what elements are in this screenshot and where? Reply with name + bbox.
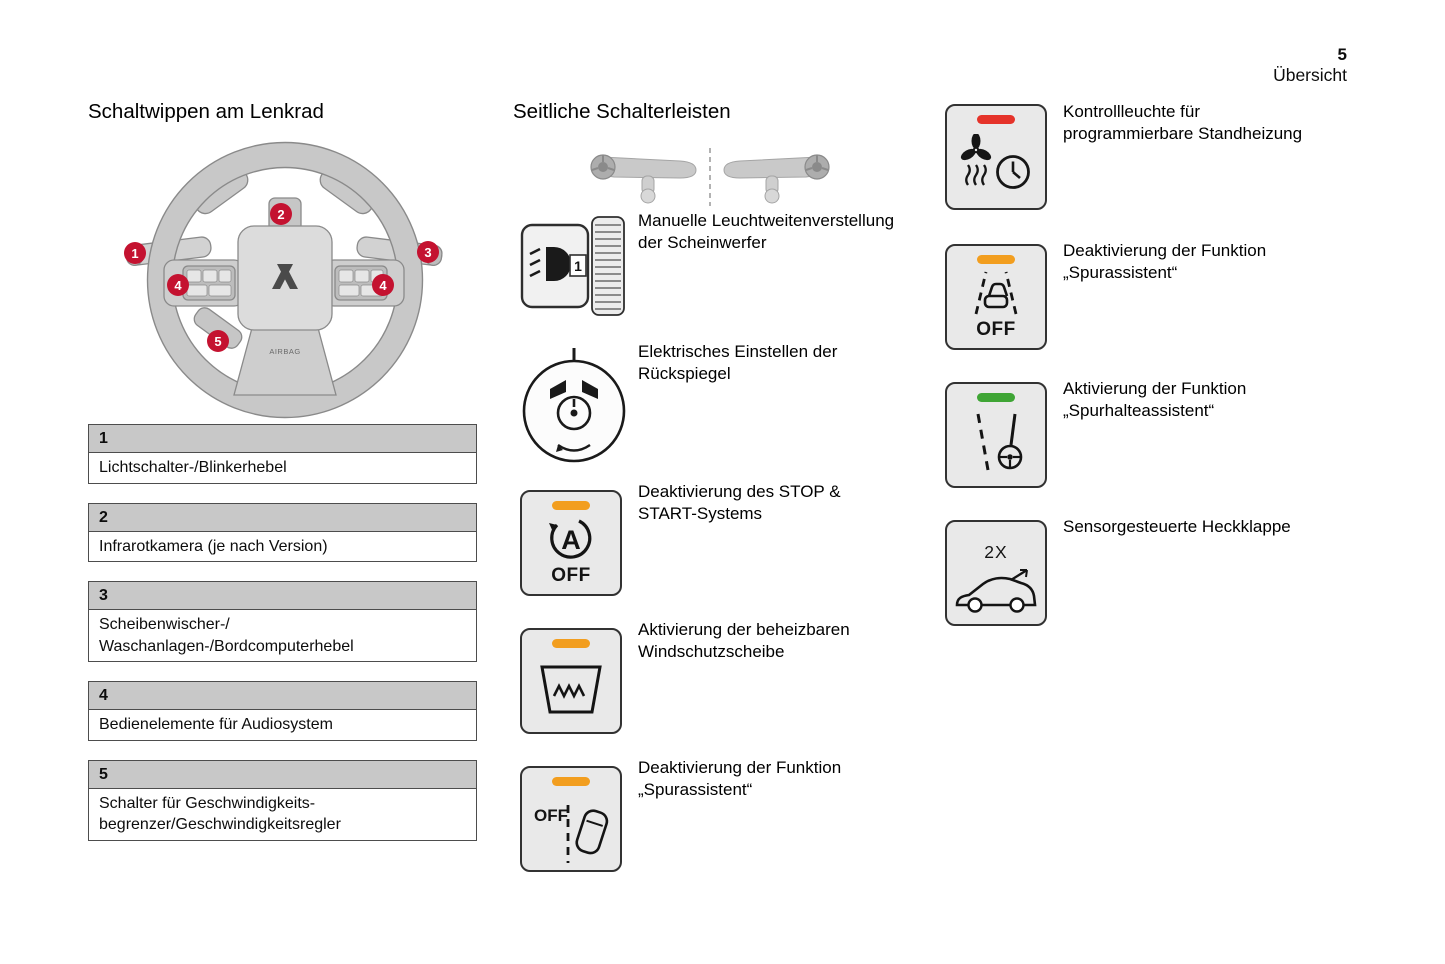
- clock-icon: [996, 155, 1030, 189]
- steering-wheel-illustration: AIRBAG: [125, 141, 443, 419]
- callout-1: 1: [124, 242, 146, 264]
- control-item-lane-keep-assist: Aktivierung der Funktion „Spurhalteassis…: [945, 378, 1338, 488]
- section-label: Übersicht: [1273, 65, 1347, 85]
- switch-item-headlight-leveling: 1 Manuelle Leuchtweitenverstellung der S…: [520, 210, 933, 322]
- switch-item-stop-start-off: A OFF Deaktivierung des STOP & START-Sys…: [520, 481, 933, 596]
- eco-letter: A: [561, 525, 581, 555]
- wheel-legend-table: 1 Lichtschalter-/Blinkerhebel 2 Infrarot…: [88, 424, 477, 860]
- switch-item-label: Deaktivierung des STOP & START-Systems: [638, 482, 841, 523]
- callout-2: 2: [270, 203, 292, 225]
- table-row: 1 Lichtschalter-/Blinkerhebel: [88, 424, 477, 484]
- callout-4-right: 4: [372, 274, 394, 296]
- callout-4-left: 4: [167, 274, 189, 296]
- orange-indicator: [552, 639, 590, 648]
- row-text: Infrarotkamera (je nach Version): [88, 531, 477, 562]
- fan-icon: [960, 134, 992, 161]
- dial-value: 1: [574, 258, 582, 274]
- control-item-label: Aktivierung der Funktion „Spurhalteassis…: [1063, 379, 1247, 420]
- switch-item-label: Deaktivierung der Funktion „Spurassisten…: [638, 758, 842, 799]
- control-item-label: Deaktivierung der Funktion „Spurassisten…: [1063, 241, 1267, 282]
- row-text: Lichtschalter-/Blinkerhebel: [88, 453, 477, 484]
- control-item-tailgate: 2X Sensorgesteuerte Heckklappe: [945, 516, 1338, 626]
- row-number: 1: [88, 424, 477, 453]
- steering-wheel-figure: AIRBAG 1 2 3 4 4 5: [88, 138, 480, 420]
- switch-item-heated-windscreen: Aktivierung der beheizbaren Windschutzsc…: [520, 619, 933, 734]
- red-indicator: [977, 115, 1015, 124]
- orange-indicator: [552, 501, 590, 510]
- orange-indicator: [977, 255, 1015, 264]
- callout-3: 3: [417, 241, 439, 263]
- control-item-label: Sensorgesteuerte Heckklappe: [1063, 517, 1291, 536]
- mirror-adjustment-icon: [520, 347, 628, 470]
- switch-item-mirror-adjustment: Elektrisches Einstellen der Rückspiegel: [520, 341, 933, 470]
- table-row: 2 Infrarotkamera (je nach Version): [88, 502, 477, 562]
- ds-logo: [272, 264, 298, 289]
- stop-start-off-icon: A OFF: [520, 490, 622, 596]
- 2x-badge: 2X: [984, 542, 1008, 562]
- row-number: 2: [88, 502, 477, 532]
- lane-assist-off-icon: OFF: [520, 766, 622, 872]
- table-row: 4 Bedienelemente für Audiosystem: [88, 681, 477, 741]
- table-row: 5 Schalter für Geschwindigkeits- begrenz…: [88, 759, 477, 841]
- row-number: 3: [88, 581, 477, 610]
- off-label: OFF: [534, 806, 568, 825]
- switch-panels-illustration: [590, 148, 830, 206]
- headlight-leveling-icon: 1: [520, 215, 628, 322]
- control-item-lane-assist-off: OFF Deaktivierung der Funktion „Spurassi…: [945, 240, 1338, 350]
- row-number: 4: [88, 681, 477, 710]
- control-item-aux-heater: Kontrollleuchte für programmierbare Stan…: [945, 101, 1338, 210]
- callout-5: 5: [207, 330, 229, 352]
- off-label: OFF: [976, 319, 1016, 340]
- wheel-rim: [147, 142, 423, 418]
- hands-free-tailgate-icon: 2X: [945, 520, 1047, 626]
- lane-keep-assist-icon: [945, 382, 1047, 488]
- orange-indicator: [552, 777, 590, 786]
- row-text: Schalter für Geschwindigkeits- begrenzer…: [88, 788, 477, 841]
- switch-item-label: Aktivierung der beheizbaren Windschutzsc…: [638, 620, 850, 661]
- switch-item-label: Elektrisches Einstellen der Rückspiegel: [638, 342, 838, 383]
- page-header: 5 Übersicht: [1273, 45, 1347, 85]
- off-label: OFF: [551, 565, 591, 586]
- row-text: Bedienelemente für Audiosystem: [88, 710, 477, 741]
- lane-assist-off-button-icon: OFF: [945, 244, 1047, 350]
- left-heading: Schaltwippen am Lenkrad: [88, 100, 324, 123]
- table-row: 3 Scheibenwischer-/ Waschanlagen-/Bordco…: [88, 581, 477, 662]
- control-item-label: Kontrollleuchte für programmierbare Stan…: [1063, 102, 1303, 143]
- switch-item-lane-assist-off: OFF Deaktivierung der Funktion „Spurassi…: [520, 757, 933, 872]
- switch-item-label: Manuelle Leuchtweitenverstellung der Sch…: [638, 211, 895, 252]
- heat-waves-icon: [965, 164, 987, 186]
- heated-windscreen-icon: [520, 628, 622, 734]
- aux-heater-indicator-icon: [945, 104, 1047, 210]
- airbag-label: AIRBAG: [269, 347, 300, 356]
- switch-panels-figure: [586, 148, 834, 213]
- steering-wheel-icon: [997, 444, 1023, 470]
- page-number: 5: [1337, 45, 1347, 64]
- row-number: 5: [88, 759, 477, 789]
- row-text: Scheibenwischer-/ Waschanlagen-/Bordcomp…: [88, 610, 477, 662]
- middle-heading: Seitliche Schalterleisten: [513, 100, 731, 123]
- green-indicator: [977, 393, 1015, 402]
